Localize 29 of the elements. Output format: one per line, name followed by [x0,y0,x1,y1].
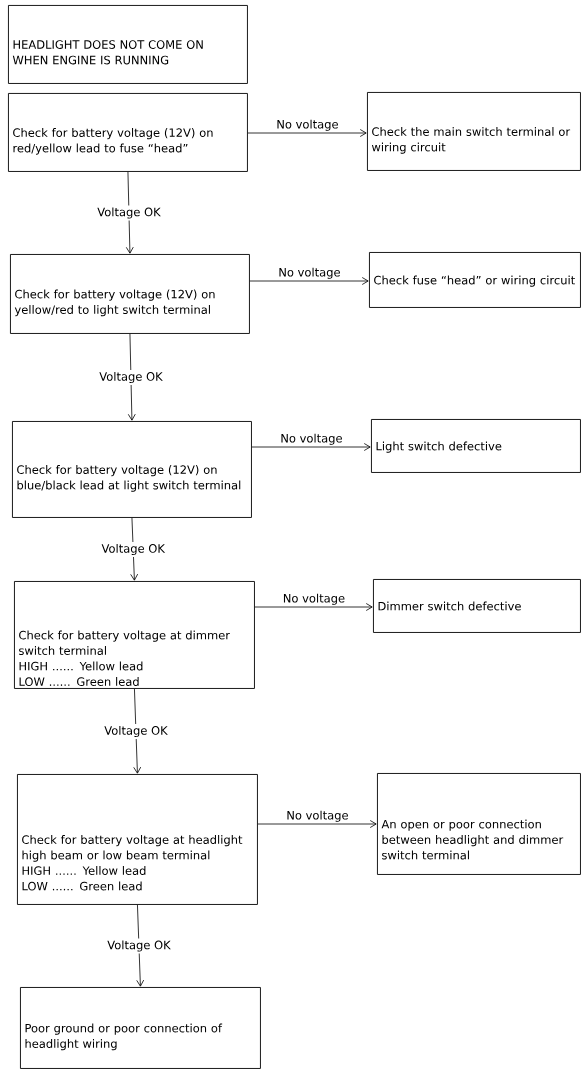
process-box: Check fuse “head” or wiring circuit [369,252,581,308]
process-box: Poor ground or poor connection of headlight wiring [20,987,261,1069]
arrow [249,277,369,285]
arrow [257,820,377,828]
edge-label: No voltage [277,119,338,131]
process-box: Check for battery voltage at dimmer switch terminal HIGH ...... Yellow lead LOW ...... Green lead [14,581,255,689]
edge-label: No voltage [287,810,348,822]
process-box: Check for battery voltage (12V) on yellow/red to light switch terminal [10,254,250,334]
title-box: HEADLIGHT DOES NOT COME ON WHEN ENGINE IS RUNNING [8,5,248,84]
arrow [130,517,139,581]
edge-label: Voltage OK [105,938,173,954]
process-box: Check for battery voltage (12V) on blue/black lead at light switch terminal [12,421,252,518]
arrow [254,603,373,611]
process-box: Light switch defective [371,419,581,473]
edge-label: Voltage OK [95,205,163,221]
arrow [247,129,367,137]
edge-label: No voltage [281,433,342,445]
process-box: An open or poor connection between headlight and dimmer switch terminal [377,773,581,875]
arrow [133,688,142,774]
process-box: Check for battery voltage (12V) on red/yellow lead to fuse “head” [8,93,248,172]
arrow [136,904,145,987]
arrow [127,333,136,421]
process-box: Dimmer switch defective [373,579,581,633]
edge-label: No voltage [279,267,340,279]
arrow [125,171,134,254]
process-box: Check for battery voltage at headlight high beam or low beam terminal HIGH ...... Yellow lead LOW ...... Green lead [17,774,258,905]
arrow [251,443,371,451]
edge-label: No voltage [283,593,345,605]
process-box: Check the main switch terminal or wiring circuit [367,92,581,171]
